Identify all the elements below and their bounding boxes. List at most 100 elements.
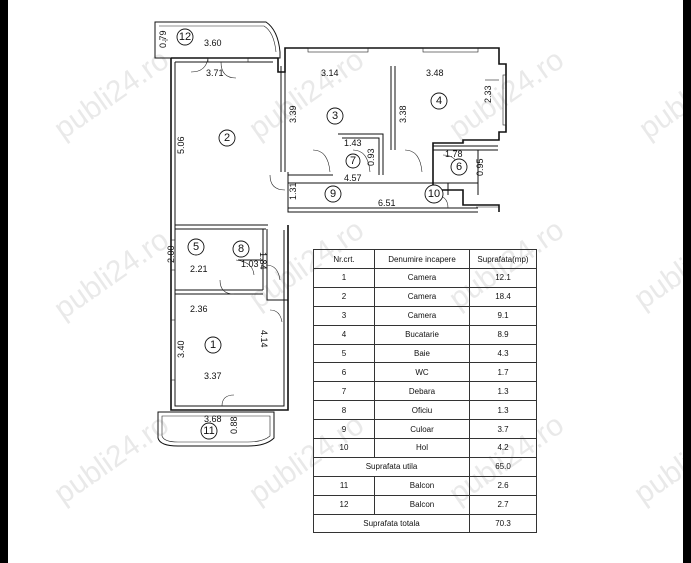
dimension-label: 1.84 (258, 252, 268, 270)
room-labels: 1 2 3 4 5 6 7 8 9 10 11 12 (176, 28, 468, 440)
room-label-2: 2 (218, 129, 236, 147)
room-label-1: 1 (204, 336, 222, 354)
dimension-labels: 0.79 3.60 3.71 5.06 3.14 3.39 3.48 3.38 … (158, 30, 493, 434)
cell-area: 3.7 (469, 419, 537, 440)
dimension-label: 3.14 (321, 68, 339, 78)
cell-area: 8.9 (469, 324, 537, 345)
cell-name: Balcon (374, 494, 470, 515)
cell-area: 1.3 (469, 400, 537, 421)
dimension-label: 1.43 (344, 138, 362, 148)
walls (154, 21, 507, 447)
room-number: 9 (330, 188, 336, 200)
room-label-7: 7 (345, 153, 361, 169)
dimension-label: 2.36 (190, 304, 208, 314)
dimension-label: 0.93 (366, 148, 376, 166)
dimension-label: 0.95 (475, 158, 485, 176)
cell-nr: 10 (313, 438, 375, 458)
cell-area: 4.2 (469, 438, 537, 458)
watermark-text: publi24.ro (48, 408, 175, 511)
room-number: 4 (436, 95, 442, 107)
column-header: Denumire incapere (374, 249, 470, 269)
useful-area-label: Suprafata utila (313, 456, 470, 477)
dimension-label: 3.48 (426, 68, 444, 78)
total-area-label: Suprafata totala (313, 513, 470, 534)
dimension-label: 3.60 (204, 38, 222, 48)
room-label-9: 9 (324, 185, 342, 203)
cell-name: Camera (374, 305, 470, 326)
cell-nr: 3 (313, 305, 375, 326)
cell-nr: 8 (313, 400, 375, 421)
dimension-label: 4.14 (259, 330, 269, 348)
column-header: Nr.crt. (313, 249, 375, 269)
dimension-label: 3.37 (204, 371, 222, 381)
cell-name: Oficiu (374, 400, 470, 421)
room-label-11: 11 (200, 422, 218, 440)
cell-name: WC (374, 362, 470, 383)
table-header-row: Nr.crt. Denumire incapere Suprafata(mp) (313, 249, 537, 269)
room-label-3: 3 (326, 107, 344, 125)
cell-nr: 1 (313, 268, 375, 288)
watermark-text: publi24.ro (628, 213, 683, 316)
cell-nr: 11 (313, 475, 375, 496)
room-number: 3 (332, 110, 338, 122)
cell-name: Camera (374, 268, 470, 288)
room-number: 2 (224, 132, 230, 144)
cell-nr: 6 (313, 362, 375, 383)
dimension-label: 1.03 (241, 259, 259, 269)
watermark-text: publi24.ro (48, 223, 175, 326)
cell-name: Camera (374, 286, 470, 307)
cell-name: Debara (374, 381, 470, 402)
cell-area: 2.6 (469, 475, 537, 496)
cell-area: 1.7 (469, 362, 537, 383)
room-label-5: 5 (187, 238, 205, 256)
cell-area: 1.3 (469, 381, 537, 402)
dimension-label: 3.39 (288, 105, 298, 123)
dimension-label: 2.33 (483, 85, 493, 103)
dimension-label: 0.88 (229, 416, 239, 434)
cell-nr: 5 (313, 343, 375, 364)
cell-area: 9.1 (469, 305, 537, 326)
dimension-label: 2.00 (166, 245, 176, 263)
room-number: 6 (456, 161, 462, 173)
dimension-label: 3.68 (204, 414, 222, 424)
dimension-label: 4.57 (344, 173, 362, 183)
room-label-12: 12 (176, 28, 194, 46)
floor-plan-sheet: publi24.ro publi24.ro publi24.ro publi24… (8, 0, 683, 563)
cell-name: Balcon (374, 475, 470, 496)
column-header: Suprafata(mp) (469, 249, 537, 269)
room-number: 8 (238, 243, 244, 255)
dimension-label: 3.71 (206, 68, 224, 78)
cell-area: 4.3 (469, 343, 537, 364)
room-number: 7 (350, 155, 356, 167)
dimension-label: 3.40 (176, 340, 186, 358)
dimension-label: 1.78 (445, 149, 463, 159)
room-number: 5 (193, 241, 199, 253)
area-table: Nr.crt. Denumire incapere Suprafata(mp) … (313, 249, 537, 534)
room-number: 12 (179, 31, 191, 43)
cell-name: Hol (374, 438, 470, 458)
watermark-text: publi24.ro (628, 408, 683, 511)
cell-nr: 9 (313, 419, 375, 440)
cell-area: 12.1 (469, 268, 537, 288)
room-label-6: 6 (450, 158, 468, 176)
cell-nr: 4 (313, 324, 375, 345)
room-number: 11 (203, 425, 214, 437)
room-label-8: 8 (232, 240, 250, 258)
cell-nr: 7 (313, 381, 375, 402)
watermark-text: publi24.ro (48, 43, 175, 146)
room-label-10: 10 (424, 184, 444, 204)
cell-area: 2.7 (469, 494, 537, 515)
cell-name: Culoar (374, 419, 470, 440)
dimension-label: 3.38 (398, 105, 408, 123)
